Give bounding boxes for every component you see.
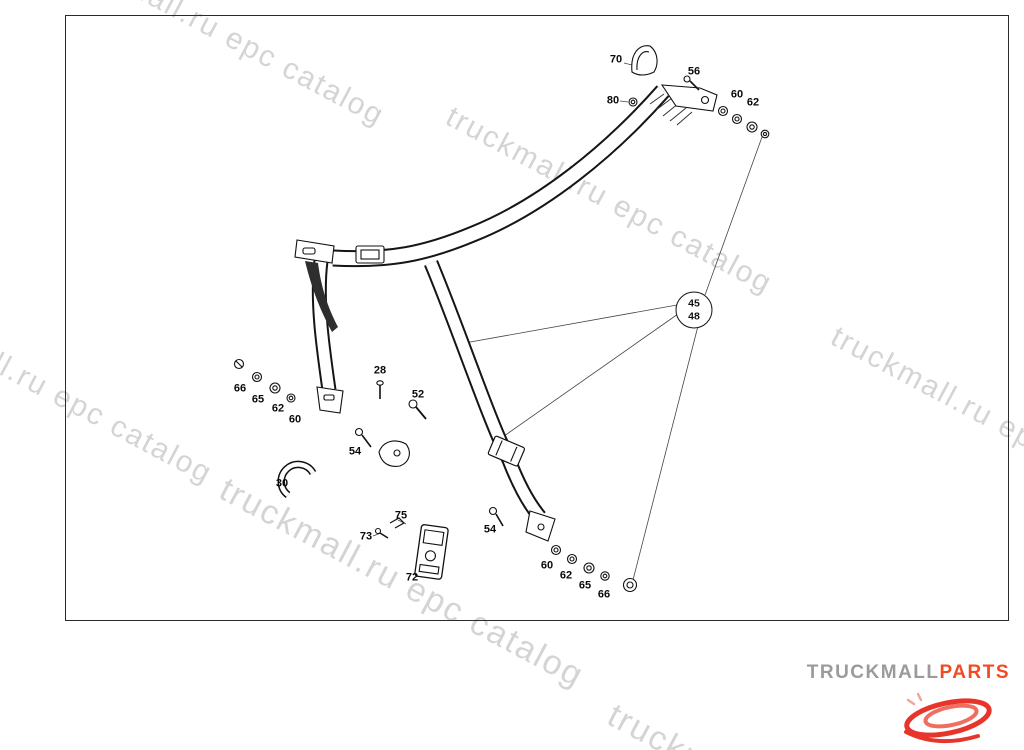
brand-logo-gray-text: TRUCKMALL — [806, 662, 940, 683]
part-callout-56: 56 — [687, 65, 701, 78]
part-callout-62: 62 — [271, 402, 285, 415]
part-callout-60: 60 — [540, 559, 554, 572]
assembly-ref-circle: 45 48 — [675, 291, 713, 329]
part-callout-80: 80 — [606, 94, 620, 107]
part-callout-66: 66 — [597, 588, 611, 601]
part-callout-62: 62 — [746, 96, 760, 109]
brand-logo-accent-text: PARTS — [939, 662, 1010, 683]
part-callout-66: 66 — [233, 382, 247, 395]
part-callout-28: 28 — [373, 364, 387, 377]
diagram-frame — [65, 15, 1009, 621]
brand-swirl-icon — [904, 692, 992, 744]
assembly-ref-bottom: 48 — [688, 310, 700, 322]
belt-shading — [305, 93, 693, 332]
part-callout-54: 54 — [348, 445, 362, 458]
hardware-parts — [233, 45, 770, 593]
part-callout-54: 54 — [483, 523, 497, 536]
part-callout-65: 65 — [251, 393, 265, 406]
leader-lines — [372, 62, 763, 581]
part-callout-75: 75 — [394, 509, 408, 522]
part-callout-70: 70 — [609, 53, 623, 66]
assembly-ref-top: 45 — [688, 297, 700, 310]
part-callout-65: 65 — [578, 579, 592, 592]
part-callout-60: 60 — [730, 88, 744, 101]
part-callout-60: 60 — [288, 413, 302, 426]
part-callout-30: 30 — [275, 477, 289, 490]
part-callout-62: 62 — [559, 569, 573, 582]
brand-logo: TRUCKMALLPARTS — [807, 662, 1010, 684]
part-callout-72: 72 — [405, 571, 419, 584]
part-callout-73: 73 — [359, 530, 373, 543]
part-callout-52: 52 — [411, 388, 425, 401]
